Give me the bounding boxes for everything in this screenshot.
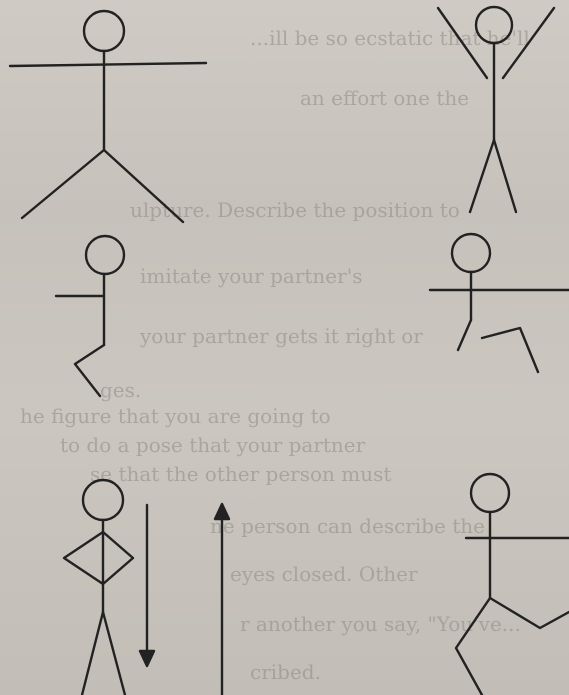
figure-raised-leg xyxy=(482,328,538,372)
figure-head xyxy=(476,7,512,43)
figure-left-leg xyxy=(22,150,104,218)
figure-arm-forward-leg-bent xyxy=(56,236,124,396)
figure-left-leg xyxy=(470,140,494,212)
figure-leg xyxy=(75,345,104,396)
figure-head xyxy=(83,480,123,520)
figure-arms-out-legs-apart xyxy=(10,11,206,222)
up-arrow xyxy=(215,504,229,695)
figure-left-leg xyxy=(82,612,103,695)
figure-right-leg xyxy=(494,140,516,212)
arrow-head xyxy=(215,504,229,519)
figure-arm-out-leg-raised xyxy=(430,234,569,372)
figure-arm-out-kneeling xyxy=(456,474,569,695)
arrow-head xyxy=(140,651,154,666)
figure-head xyxy=(86,236,124,274)
figure-left-arm xyxy=(64,532,103,584)
figure-right-leg xyxy=(103,612,125,695)
figure-arms-raised xyxy=(438,7,554,212)
figure-arms xyxy=(10,63,206,66)
down-arrow xyxy=(140,505,154,666)
figure-right-leg xyxy=(104,150,183,222)
figure-hands-on-hips xyxy=(64,480,133,695)
figure-head xyxy=(452,234,490,272)
figure-right-arm xyxy=(103,532,133,584)
figure-head xyxy=(84,11,124,51)
figure-head xyxy=(471,474,509,512)
figure-right-leg xyxy=(490,598,569,628)
figure-leg xyxy=(458,320,471,350)
figure-left-leg xyxy=(456,598,490,695)
figure-left-arm xyxy=(438,8,487,78)
